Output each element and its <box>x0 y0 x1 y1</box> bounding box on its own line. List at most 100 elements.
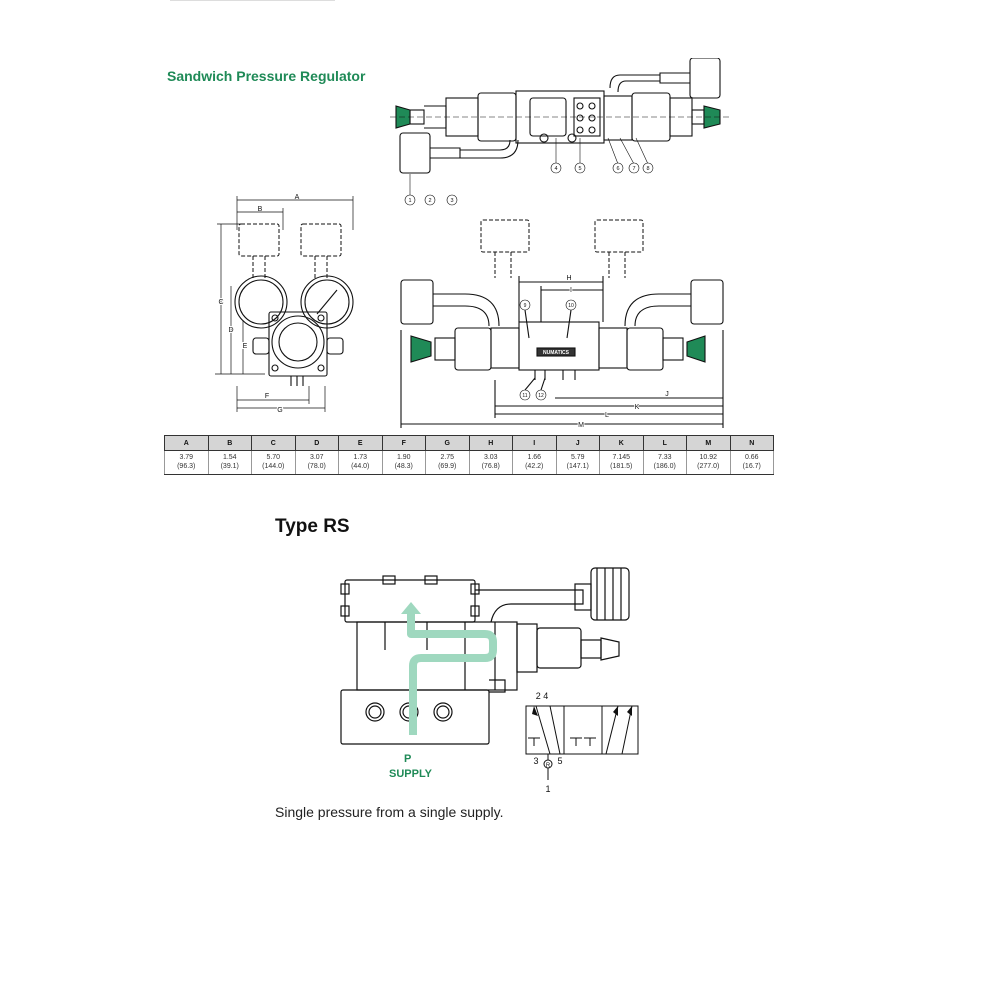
value-mm: (186.0) <box>653 463 676 470</box>
balloon-9: 9 <box>524 303 527 309</box>
symbol-port-1: 1 <box>545 784 550 794</box>
balloon-3: 3 <box>450 198 453 204</box>
caption: Single pressure from a single supply. <box>275 804 504 820</box>
value-mm: (78.0) <box>307 463 326 470</box>
balloon-6: 6 <box>616 166 619 172</box>
dim-label-b: B <box>258 206 263 213</box>
table-cell-c: 5.70 (144.0) <box>251 450 296 475</box>
table-cell-k: 7.145 (181.5) <box>599 450 644 475</box>
table-cell-e: 1.73 (44.0) <box>338 450 383 475</box>
dim-label-d: D <box>228 327 233 334</box>
value-inches: 5.79 <box>570 454 585 461</box>
supply-label: SUPPLY <box>389 768 433 780</box>
value-inches: 1.66 <box>527 454 542 461</box>
value-mm: (147.1) <box>566 463 589 470</box>
symbol-port-2-4: 2 4 <box>536 691 549 701</box>
section-heading: Type RS <box>275 516 350 537</box>
value-mm: (277.0) <box>697 463 720 470</box>
value-inches: 3.03 <box>483 454 498 461</box>
table-cell-d: 3.07 (78.0) <box>294 450 339 475</box>
balloon-2: 2 <box>428 198 431 204</box>
value-inches: 0.66 <box>744 454 759 461</box>
balloon-4: 4 <box>554 166 557 172</box>
table-cell-l: 7.33 (186.0) <box>642 450 687 475</box>
column-header-m: M <box>686 435 731 451</box>
column-header-j: J <box>555 435 600 451</box>
value-inches: 3.07 <box>309 454 324 461</box>
table-cell-m: 10.92 (277.0) <box>686 450 731 475</box>
column-header-n: N <box>729 435 774 451</box>
end-view-drawing: A B C D E F G <box>215 194 354 415</box>
balloon-7: 7 <box>632 166 635 172</box>
balloon-10: 10 <box>568 303 574 309</box>
column-header-k: K <box>599 435 644 451</box>
value-inches: 1.54 <box>222 454 237 461</box>
dim-label-i: I <box>570 287 572 294</box>
column-header-h: H <box>468 435 513 451</box>
column-header-i: I <box>512 435 557 451</box>
page-title: Sandwich Pressure Regulator <box>167 68 366 84</box>
dim-label-c: C <box>218 299 223 306</box>
table-cell-f: 1.90 (48.3) <box>381 450 426 475</box>
supply-port-label: P <box>404 753 412 765</box>
value-mm: (16.7) <box>742 463 761 470</box>
symbol-regulator: R <box>546 763 551 769</box>
value-mm: (96.3) <box>177 463 196 470</box>
table-row: 3.79 (96.3) 1.54 (39.1) 5.70 (144.0) 3.07 (78.0… <box>164 450 774 475</box>
balloon-11: 11 <box>522 393 527 399</box>
column-header-c: C <box>251 435 296 451</box>
symbol-port-5: 5 <box>557 756 562 766</box>
table-cell-h: 3.03 (76.8) <box>468 450 513 475</box>
value-inches: 7.33 <box>657 454 672 461</box>
column-header-a: A <box>164 435 209 451</box>
column-header-e: E <box>338 435 383 451</box>
value-inches: 5.70 <box>266 454 281 461</box>
balloon-5: 5 <box>578 166 581 172</box>
table-cell-i: 1.66 (42.2) <box>512 450 557 475</box>
table-cell-j: 5.79 (147.1) <box>555 450 600 475</box>
value-inches: 7.145 <box>612 454 631 461</box>
value-mm: (48.3) <box>394 463 413 470</box>
column-header-d: D <box>294 435 339 451</box>
value-mm: (39.1) <box>220 463 239 470</box>
table-cell-b: 1.54 (39.1) <box>207 450 252 475</box>
value-inches: 1.73 <box>353 454 368 461</box>
column-header-l: L <box>642 435 687 451</box>
value-mm: (42.2) <box>525 463 544 470</box>
dim-label-l: L <box>605 412 609 419</box>
column-header-g: G <box>425 435 470 451</box>
dim-label-h: H <box>566 275 571 282</box>
value-mm: (144.0) <box>262 463 285 470</box>
table-cell-a: 3.79 (96.3) <box>164 450 209 475</box>
dim-label-e: E <box>243 343 248 350</box>
top-rule <box>170 0 335 1</box>
value-mm: (76.8) <box>481 463 500 470</box>
dim-label-g: G <box>277 407 282 414</box>
symbol-port-3: 3 <box>533 756 538 766</box>
top-view-drawing: 4 5 6 7 8 1 2 3 <box>390 58 730 206</box>
balloon-8: 8 <box>646 166 649 172</box>
dim-label-k: K <box>635 404 640 411</box>
dim-label-a: A <box>295 194 300 201</box>
valve-symbol: 2 4 3 5 1 R <box>525 691 639 794</box>
nameplate: NUMATICS <box>543 350 570 356</box>
table-cell-g: 2.75(69.9) <box>425 450 470 475</box>
balloon-1: 1 <box>408 198 411 204</box>
value-inches: 3.79 <box>179 454 194 461</box>
balloon-12: 12 <box>538 393 544 399</box>
dim-label-j: J <box>665 391 669 398</box>
dim-label-f: F <box>265 393 269 400</box>
dim-label-m: M <box>578 422 584 429</box>
column-header-f: F <box>381 435 426 451</box>
front-view-drawing: 9 10 11 12 H I J K L M NUMATICS <box>400 219 724 430</box>
type-rs-illustration <box>340 567 630 745</box>
table-cell-n: 0.66 (16.7) <box>729 450 774 475</box>
value-mm: (181.5) <box>610 463 633 470</box>
column-header-b: B <box>207 435 252 451</box>
value-mm: (69.9) <box>438 463 457 470</box>
value-inches: 10.92 <box>699 454 718 461</box>
value-inches: 1.90 <box>396 454 411 461</box>
value-mm: (44.0) <box>351 463 370 470</box>
